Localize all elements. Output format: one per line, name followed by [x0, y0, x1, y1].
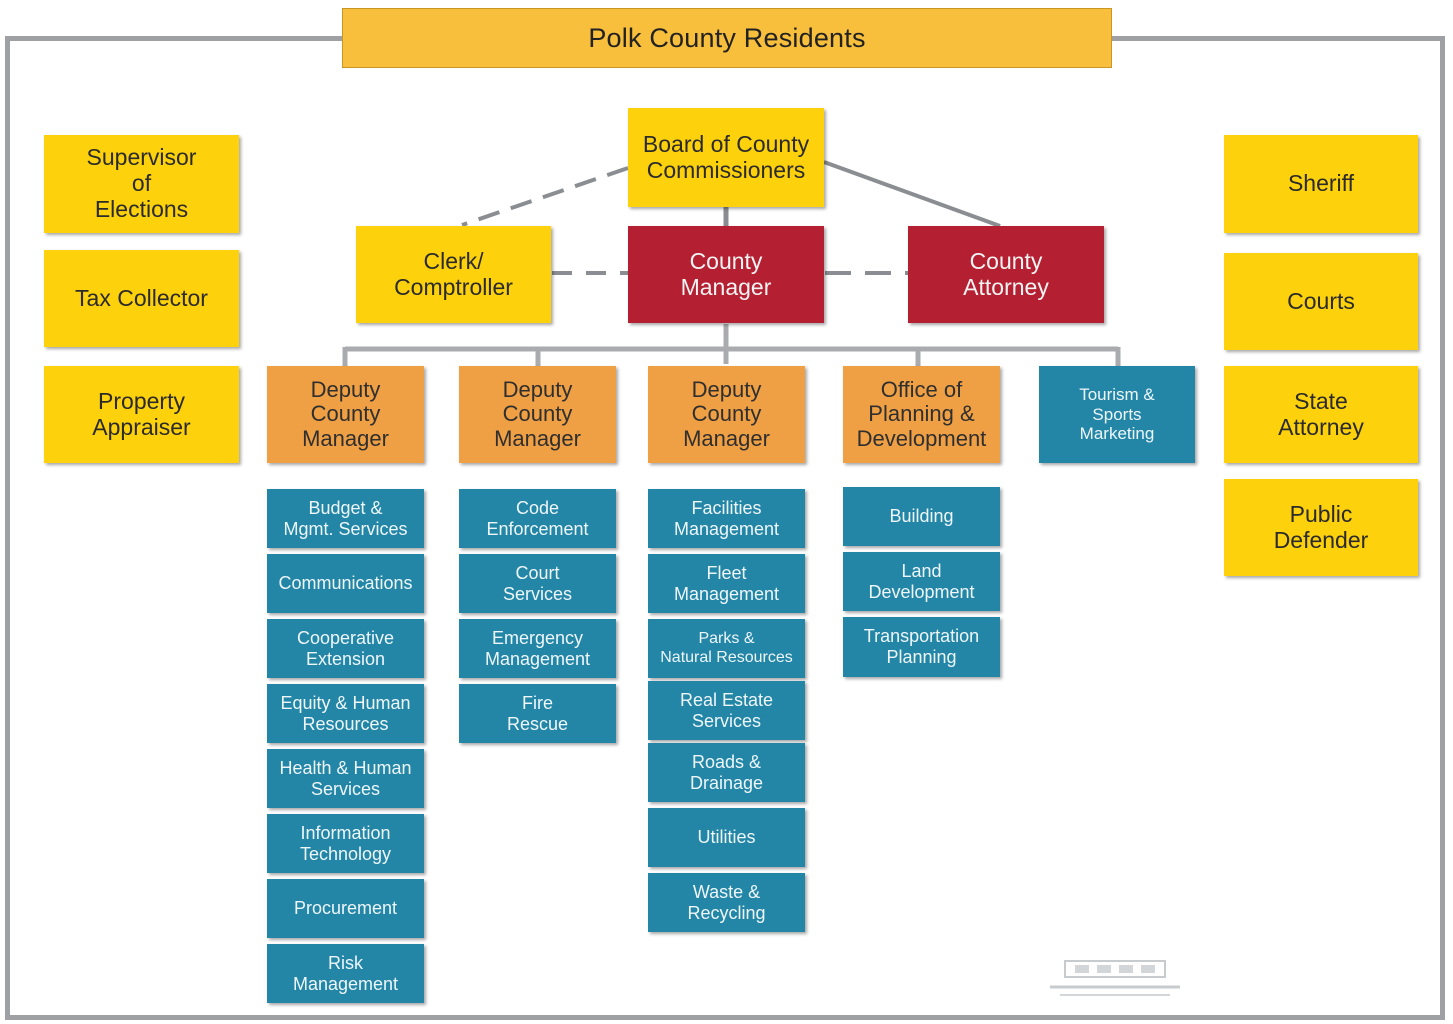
department-box: Parks & Natural Resources [648, 619, 805, 678]
department-box: Cooperative Extension [267, 619, 424, 678]
department-box: Fleet Management [648, 554, 805, 613]
residents-title-bar: Polk County Residents [342, 8, 1112, 68]
logo-graphic-icon [1050, 959, 1180, 996]
public-defender-box: Public Defender [1224, 479, 1418, 576]
courts-box: Courts [1224, 253, 1418, 350]
department-box: Facilities Management [648, 489, 805, 548]
department-box: Code Enforcement [459, 489, 616, 548]
department-box: Waste & Recycling [648, 873, 805, 932]
tourism-sports-marketing-box: Tourism & Sports Marketing [1039, 366, 1195, 463]
office-of-planning-development-box: Office of Planning & Development [843, 366, 1000, 463]
deputy-county-manager-3-box: Deputy County Manager [648, 366, 805, 463]
board-attorney-link [823, 160, 1001, 228]
department-box: Emergency Management [459, 619, 616, 678]
board-clerk-link [461, 166, 629, 227]
department-box: Court Services [459, 554, 616, 613]
tax-collector-box: Tax Collector [44, 250, 239, 347]
department-box: Roads & Drainage [648, 743, 805, 802]
state-attorney-box: State Attorney [1224, 366, 1418, 463]
department-box: Budget & Mgmt. Services [267, 489, 424, 548]
department-box: Real Estate Services [648, 681, 805, 740]
department-box: Procurement [267, 879, 424, 938]
department-box: Equity & Human Resources [267, 684, 424, 743]
department-box: Risk Management [267, 944, 424, 1003]
department-box: Communications [267, 554, 424, 613]
county-manager-box: County Manager [628, 226, 824, 323]
clerk-comptroller-box: Clerk/ Comptroller [356, 226, 551, 323]
department-box: Fire Rescue [459, 684, 616, 743]
county-logo [1040, 950, 1190, 1005]
department-box: Land Development [843, 552, 1000, 611]
department-box: Information Technology [267, 814, 424, 873]
county-attorney-box: County Attorney [908, 226, 1104, 323]
department-box: Transportation Planning [843, 617, 1000, 677]
deputy-county-manager-1-box: Deputy County Manager [267, 366, 424, 463]
supervisor-of-elections-box: Supervisor of Elections [44, 135, 239, 233]
department-box: Building [843, 487, 1000, 546]
property-appraiser-box: Property Appraiser [44, 366, 239, 463]
department-box: Health & Human Services [267, 749, 424, 808]
deputy-county-manager-2-box: Deputy County Manager [459, 366, 616, 463]
sheriff-box: Sheriff [1224, 135, 1418, 233]
board-of-county-commissioners-box: Board of County Commissioners [628, 108, 824, 207]
department-box: Utilities [648, 808, 805, 867]
